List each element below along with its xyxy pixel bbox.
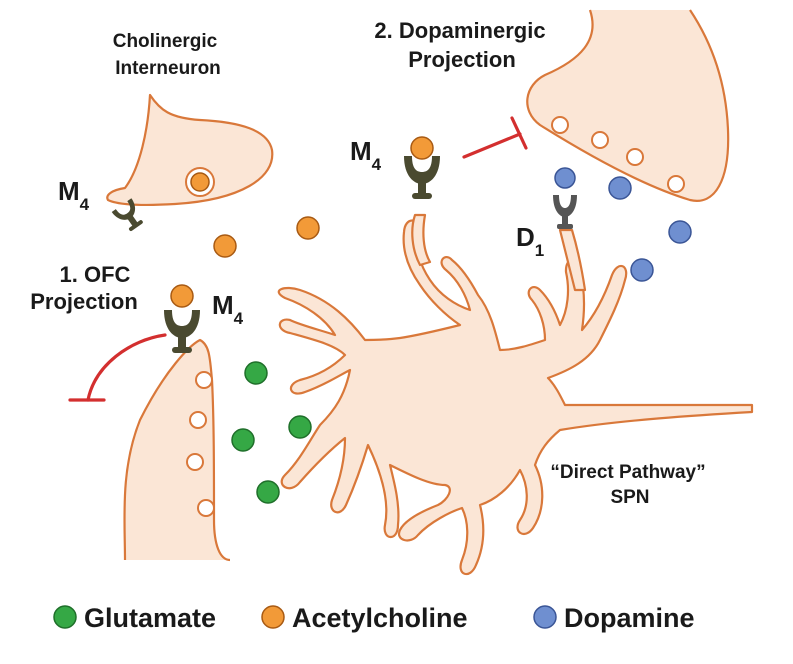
acetylcholine-molecule bbox=[170, 284, 194, 308]
ofc-label-line2: Projection bbox=[30, 289, 138, 314]
dopaminergic-label-line2: Projection bbox=[408, 47, 516, 72]
legend-glutamate-label: Glutamate bbox=[84, 603, 216, 633]
m4-receptor-dopaminergic bbox=[404, 156, 440, 199]
inhibition-arc-ofc bbox=[86, 333, 167, 402]
legend-dopamine-label: Dopamine bbox=[564, 603, 695, 633]
dopaminergic-vesicles bbox=[551, 116, 685, 193]
dopamine-molecule bbox=[554, 167, 576, 189]
acetylcholine-molecule bbox=[410, 136, 434, 160]
dopamine-molecules bbox=[608, 176, 692, 282]
direct-pathway-spn bbox=[277, 219, 754, 576]
m4-label-ofc: M4 bbox=[212, 290, 244, 328]
d1-label: D1 bbox=[516, 222, 544, 260]
m4-label-cholinergic: M4 bbox=[58, 176, 90, 214]
ofc-label-line1: 1. OFC bbox=[60, 262, 131, 287]
ofc-vesicles bbox=[186, 371, 215, 517]
cholinergic-label-line1: Cholinergic bbox=[113, 31, 218, 52]
acetylcholine-molecule bbox=[190, 172, 210, 192]
cholinergic-label-line2: Interneuron bbox=[115, 58, 221, 79]
legend-acetylcholine-label: Acetylcholine bbox=[292, 603, 468, 633]
m4-receptor-ofc bbox=[164, 310, 200, 353]
ofc-terminal bbox=[123, 338, 231, 562]
legend: Glutamate Acetylcholine Dopamine bbox=[53, 603, 695, 633]
dopaminergic-terminal bbox=[526, 9, 730, 202]
inhibition-bar-dopaminergic bbox=[510, 116, 528, 150]
spn-dendrite-m4 bbox=[411, 213, 432, 267]
cholinergic-interneuron-terminal bbox=[106, 93, 274, 207]
m4-label-dopaminergic: M4 bbox=[350, 136, 382, 174]
spn-label-line1: “Direct Pathway” bbox=[550, 462, 705, 483]
legend-acetylcholine-swatch bbox=[261, 605, 285, 629]
legend-dopamine-swatch bbox=[533, 605, 557, 629]
acetylcholine-molecules bbox=[213, 216, 320, 258]
glutamate-molecules bbox=[231, 361, 312, 504]
inhibition-line-dopaminergic bbox=[462, 132, 522, 159]
spn-label-line2: SPN bbox=[610, 487, 649, 508]
d1-receptor bbox=[553, 195, 577, 229]
m4-receptor-cholinergic bbox=[111, 198, 143, 232]
legend-glutamate-swatch bbox=[53, 605, 77, 629]
spn-dendrite-d1 bbox=[558, 228, 587, 292]
dopaminergic-label-line1: 2. Dopaminergic bbox=[374, 18, 545, 43]
